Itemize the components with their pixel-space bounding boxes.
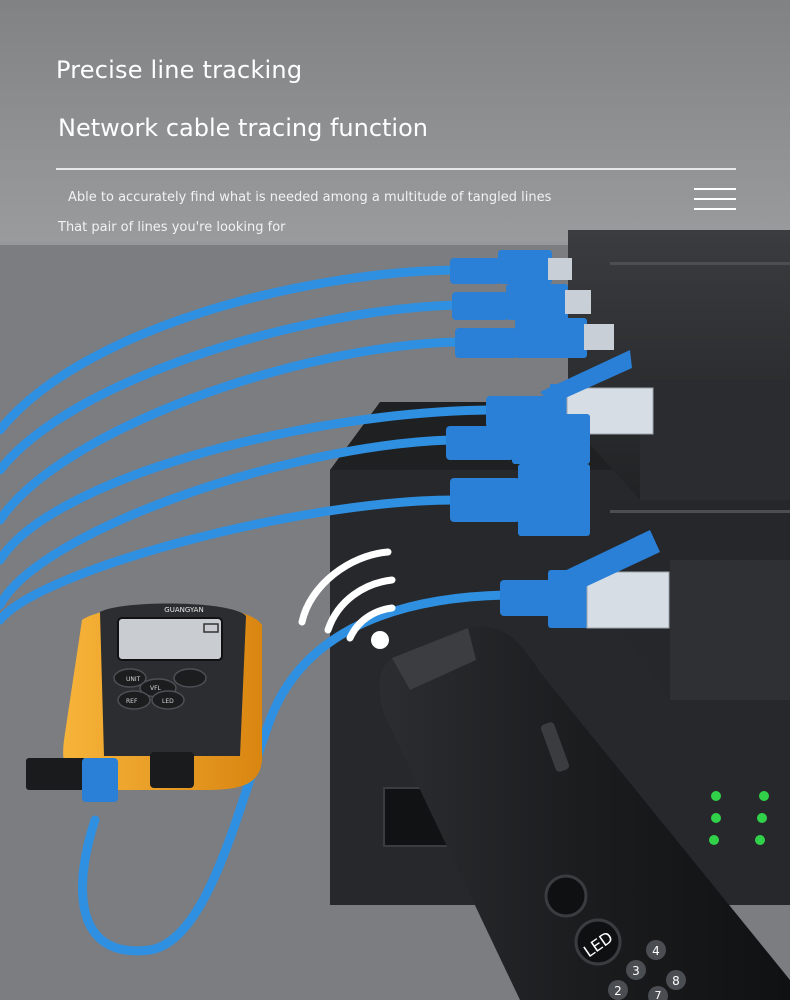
description-line-2: That pair of lines you're looking for bbox=[58, 220, 286, 235]
tracer-probe bbox=[379, 626, 790, 1000]
description-line-1: Able to accurately find what is needed a… bbox=[68, 190, 552, 205]
patch-cables bbox=[0, 265, 510, 956]
divider bbox=[56, 168, 736, 170]
probe-signal-button bbox=[544, 874, 588, 918]
cable-tester-device bbox=[26, 603, 262, 802]
status-leds bbox=[709, 791, 769, 845]
subheadline: Network cable tracing function bbox=[58, 114, 428, 142]
probe-led-button bbox=[574, 918, 622, 966]
rj45-connectors bbox=[446, 250, 670, 629]
headline: Precise line tracking bbox=[56, 56, 303, 84]
tester-screen bbox=[117, 617, 223, 661]
battery-icon bbox=[203, 623, 219, 633]
menu-icon[interactable] bbox=[694, 186, 736, 212]
signal-waves-icon bbox=[298, 548, 396, 649]
